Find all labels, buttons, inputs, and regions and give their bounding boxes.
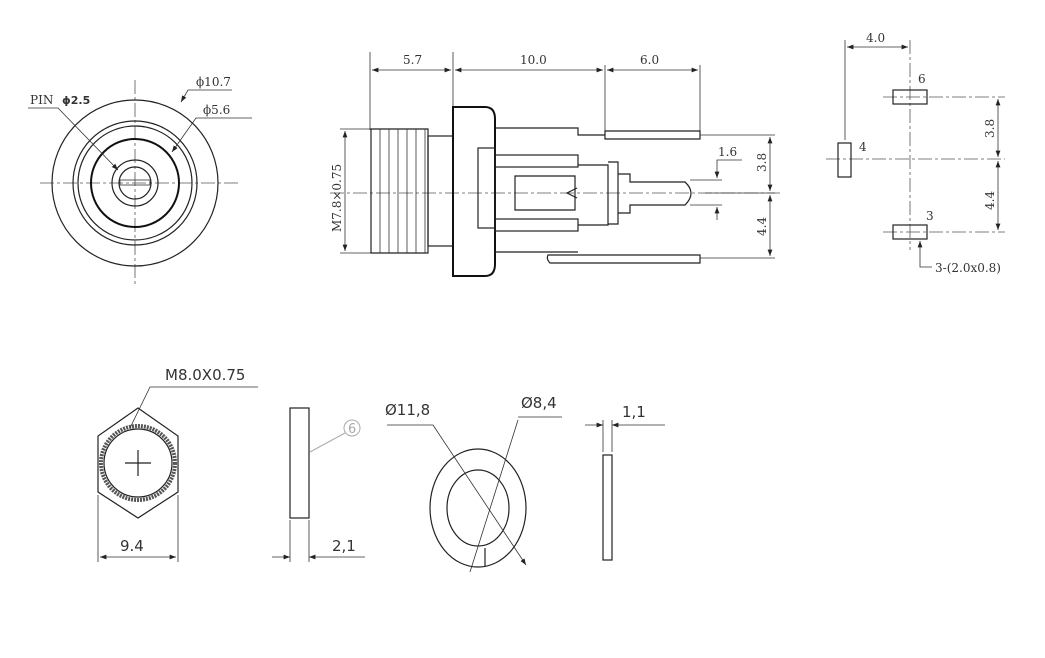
washer-thickness: 1,1	[622, 403, 646, 421]
nut-width: 9.4	[120, 537, 144, 555]
dim-10-0: 10.0	[520, 53, 547, 67]
pad-6	[892, 89, 928, 105]
washer-outer-diameter: Ø11,8	[385, 401, 430, 419]
dim-5-7: 5.7	[403, 53, 422, 67]
side-view: 5.7 10.0 6.0 M7.8×0.75 3.8 4.4	[330, 52, 780, 277]
dim-3-8: 3.8	[755, 153, 769, 172]
dim-4-0: 4.0	[866, 31, 885, 45]
nut-thread-spec: M8.0X0.75	[165, 366, 245, 384]
front-view: PIN ϕ2.5 ϕ10.7 ϕ5.6	[28, 75, 252, 285]
footprint-view: 4.0 6 4 3 3.8 4.4 3-(2.0x0.8)	[826, 31, 1005, 275]
fp-dim-3-8: 3.8	[983, 119, 997, 138]
fp-dim-4-4: 4.4	[983, 191, 997, 210]
callout-number: 6	[348, 422, 356, 437]
hex-nut-view: M8.0X0.75 9.4	[97, 366, 258, 562]
pad-4	[837, 142, 852, 178]
nut-thickness: 2,1	[332, 537, 356, 555]
pin-3-label: 3	[926, 209, 934, 223]
nut-side-view: 2,1 6	[272, 407, 365, 562]
washer-view: Ø11,8 Ø8,4 1,1	[385, 394, 665, 573]
thread-spec-label: M7.8×0.75	[330, 164, 344, 232]
pin-diameter-label: ϕ2.5	[62, 94, 90, 107]
pin-6-label: 6	[918, 72, 926, 86]
dim-4-4: 4.4	[755, 217, 769, 236]
inner-diameter-label: ϕ5.6	[203, 103, 230, 117]
dim-6-0: 6.0	[640, 53, 659, 67]
pin-4-label: 4	[859, 140, 867, 154]
outer-diameter-label: ϕ10.7	[196, 75, 231, 89]
washer-inner-diameter: Ø8,4	[521, 394, 557, 412]
pin-label: PIN	[30, 93, 53, 107]
dim-1-6: 1.6	[718, 145, 737, 159]
pad-note: 3-(2.0x0.8)	[935, 261, 1001, 275]
pad-3	[892, 224, 928, 240]
